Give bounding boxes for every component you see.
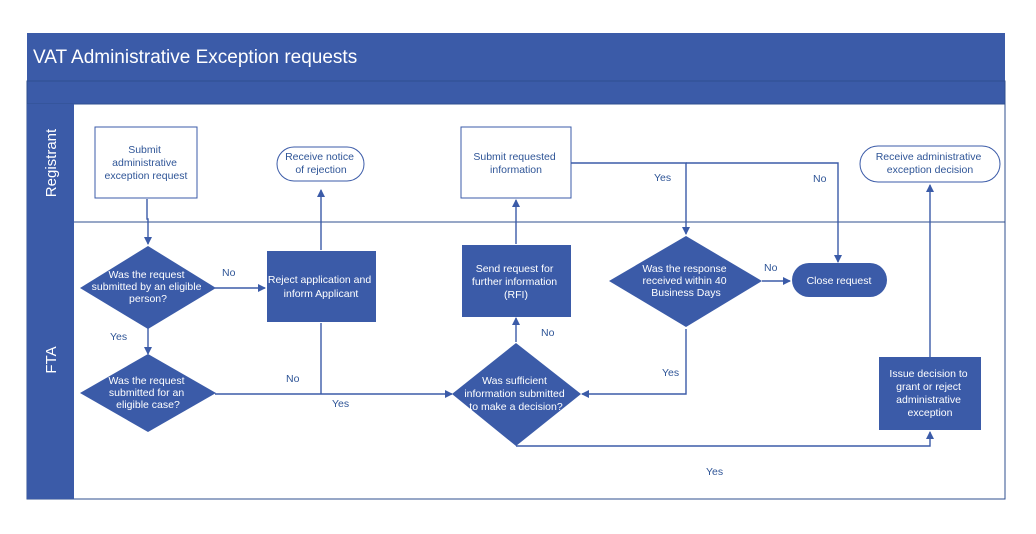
node-submit-request-line3: exception request: [105, 170, 188, 182]
node-issue-decision-line3: administrative: [896, 394, 961, 406]
node-submit-info: [460, 126, 572, 199]
node-send-rfi: [462, 245, 571, 317]
node-sufficient-info: [452, 343, 581, 446]
node-submit-info-line1: Submit requested: [473, 151, 555, 163]
node-issue-decision: [879, 357, 981, 430]
edge-label-response-no: No: [764, 262, 778, 274]
svg-text:Was sufficient information: Was sufficient information submitted to …: [464, 375, 567, 413]
node-issue-decision-line1: Issue decision to: [889, 368, 967, 380]
node-receive-rejection-line1: Receive notice: [285, 151, 354, 163]
edge-submit-info-no: [686, 162, 842, 263]
node-submit-request-line2: administrative: [112, 157, 177, 169]
edge-label-sufficient-yes: Yes: [706, 466, 723, 478]
node-eligible-person-line1: Was the request: [109, 269, 185, 281]
edge-response-yes: [581, 329, 687, 398]
svg-text:Was the response received: Was the response received within 40 Busi…: [642, 263, 729, 299]
lane-fta-label: FTA: [43, 346, 60, 373]
node-submit-info-line2: information: [490, 164, 542, 176]
node-issue-decision-line2: grant or reject: [896, 381, 961, 393]
node-receive-rejection: [276, 146, 365, 182]
svg-text:Send request for further i: Send request for further information (RF…: [472, 263, 560, 301]
node-issue-decision-line4: exception: [908, 407, 953, 419]
node-eligible-person-line2: submitted by an eligible: [92, 281, 202, 293]
node-response-40-days: [609, 236, 762, 327]
node-reject-application: [267, 251, 376, 322]
edge-label-eligible-case-yes: Yes: [332, 398, 349, 410]
edge-label-eligible-person-yes: Yes: [110, 331, 127, 343]
node-close-request-label: Close request: [807, 275, 872, 287]
node-eligible-person: [80, 246, 216, 329]
node-eligible-case-line2: submitted for an: [109, 387, 184, 399]
lane-fta-header: [27, 222, 74, 499]
svg-text:Issue decision to grant or: Issue decision to grant or reject admini…: [889, 368, 970, 419]
node-receive-rejection-line2: of rejection: [295, 164, 347, 176]
node-close-request: [792, 263, 887, 297]
edge-sufficient-yes: [516, 431, 934, 447]
node-sufficient-info-line2: information submitted: [464, 388, 565, 400]
lane-registrant-label: Registrant: [43, 128, 60, 197]
page-title: VAT Administrative Exception requests: [33, 47, 357, 68]
edge-label-response-yes: Yes: [662, 367, 679, 379]
node-reject-application-line1: Reject application and: [268, 274, 371, 286]
node-eligible-case-line3: eligible case?: [116, 399, 180, 411]
edge-submit-to-eligible-person: [144, 199, 152, 245]
node-send-rfi-line1: Send request for: [476, 263, 554, 275]
node-response-40-days-line2: received within 40: [643, 275, 727, 287]
svg-text:Submit administrative: Submit administrative exception request: [105, 144, 188, 182]
edge-label-submit-info-no: No: [813, 173, 827, 185]
node-send-rfi-line3: (RFI): [504, 289, 528, 301]
node-eligible-person-line3: person?: [129, 293, 167, 305]
header-sub-bar: [26, 80, 1006, 105]
edge-label-submit-info-yes: Yes: [654, 172, 671, 184]
svg-text:Submit requested informati: Submit requested information: [473, 151, 558, 176]
node-eligible-case: [80, 354, 216, 432]
node-eligible-case-line1: Was the request: [109, 375, 185, 387]
node-receive-decision-line2: exception decision: [887, 164, 974, 176]
svg-text:Receive notice of rejectio: Receive notice of rejection: [285, 151, 357, 176]
node-receive-decision: [859, 145, 1001, 183]
edge-label-eligible-case-no: No: [286, 373, 300, 385]
svg-text:Was the request submitted: Was the request submitted for an eligibl…: [109, 375, 188, 411]
svg-text:Was the request submitted: Was the request submitted by an eligible…: [92, 269, 205, 305]
node-response-40-days-line3: Business Days: [651, 287, 720, 299]
title-bar: [27, 33, 1005, 81]
edge-label-eligible-person-no: No: [222, 267, 236, 279]
node-response-40-days-line1: Was the response: [642, 263, 726, 275]
node-sufficient-info-line1: Was sufficient: [482, 375, 547, 387]
svg-text:Reject application and inf: Reject application and inform Applicant: [268, 274, 374, 300]
lane-registrant-header: [27, 104, 74, 222]
edge-label-sufficient-no: No: [541, 327, 555, 339]
node-submit-request: [94, 126, 198, 199]
node-receive-decision-line1: Receive administrative: [876, 151, 982, 163]
svg-text:Receive administrative exc: Receive administrative exception decisio…: [876, 151, 985, 176]
node-send-rfi-line2: further information: [472, 276, 557, 288]
node-sufficient-info-line3: to make a decision?: [469, 401, 563, 413]
node-reject-application-line2: inform Applicant: [284, 288, 359, 300]
node-submit-request-line1: Submit: [128, 144, 161, 156]
